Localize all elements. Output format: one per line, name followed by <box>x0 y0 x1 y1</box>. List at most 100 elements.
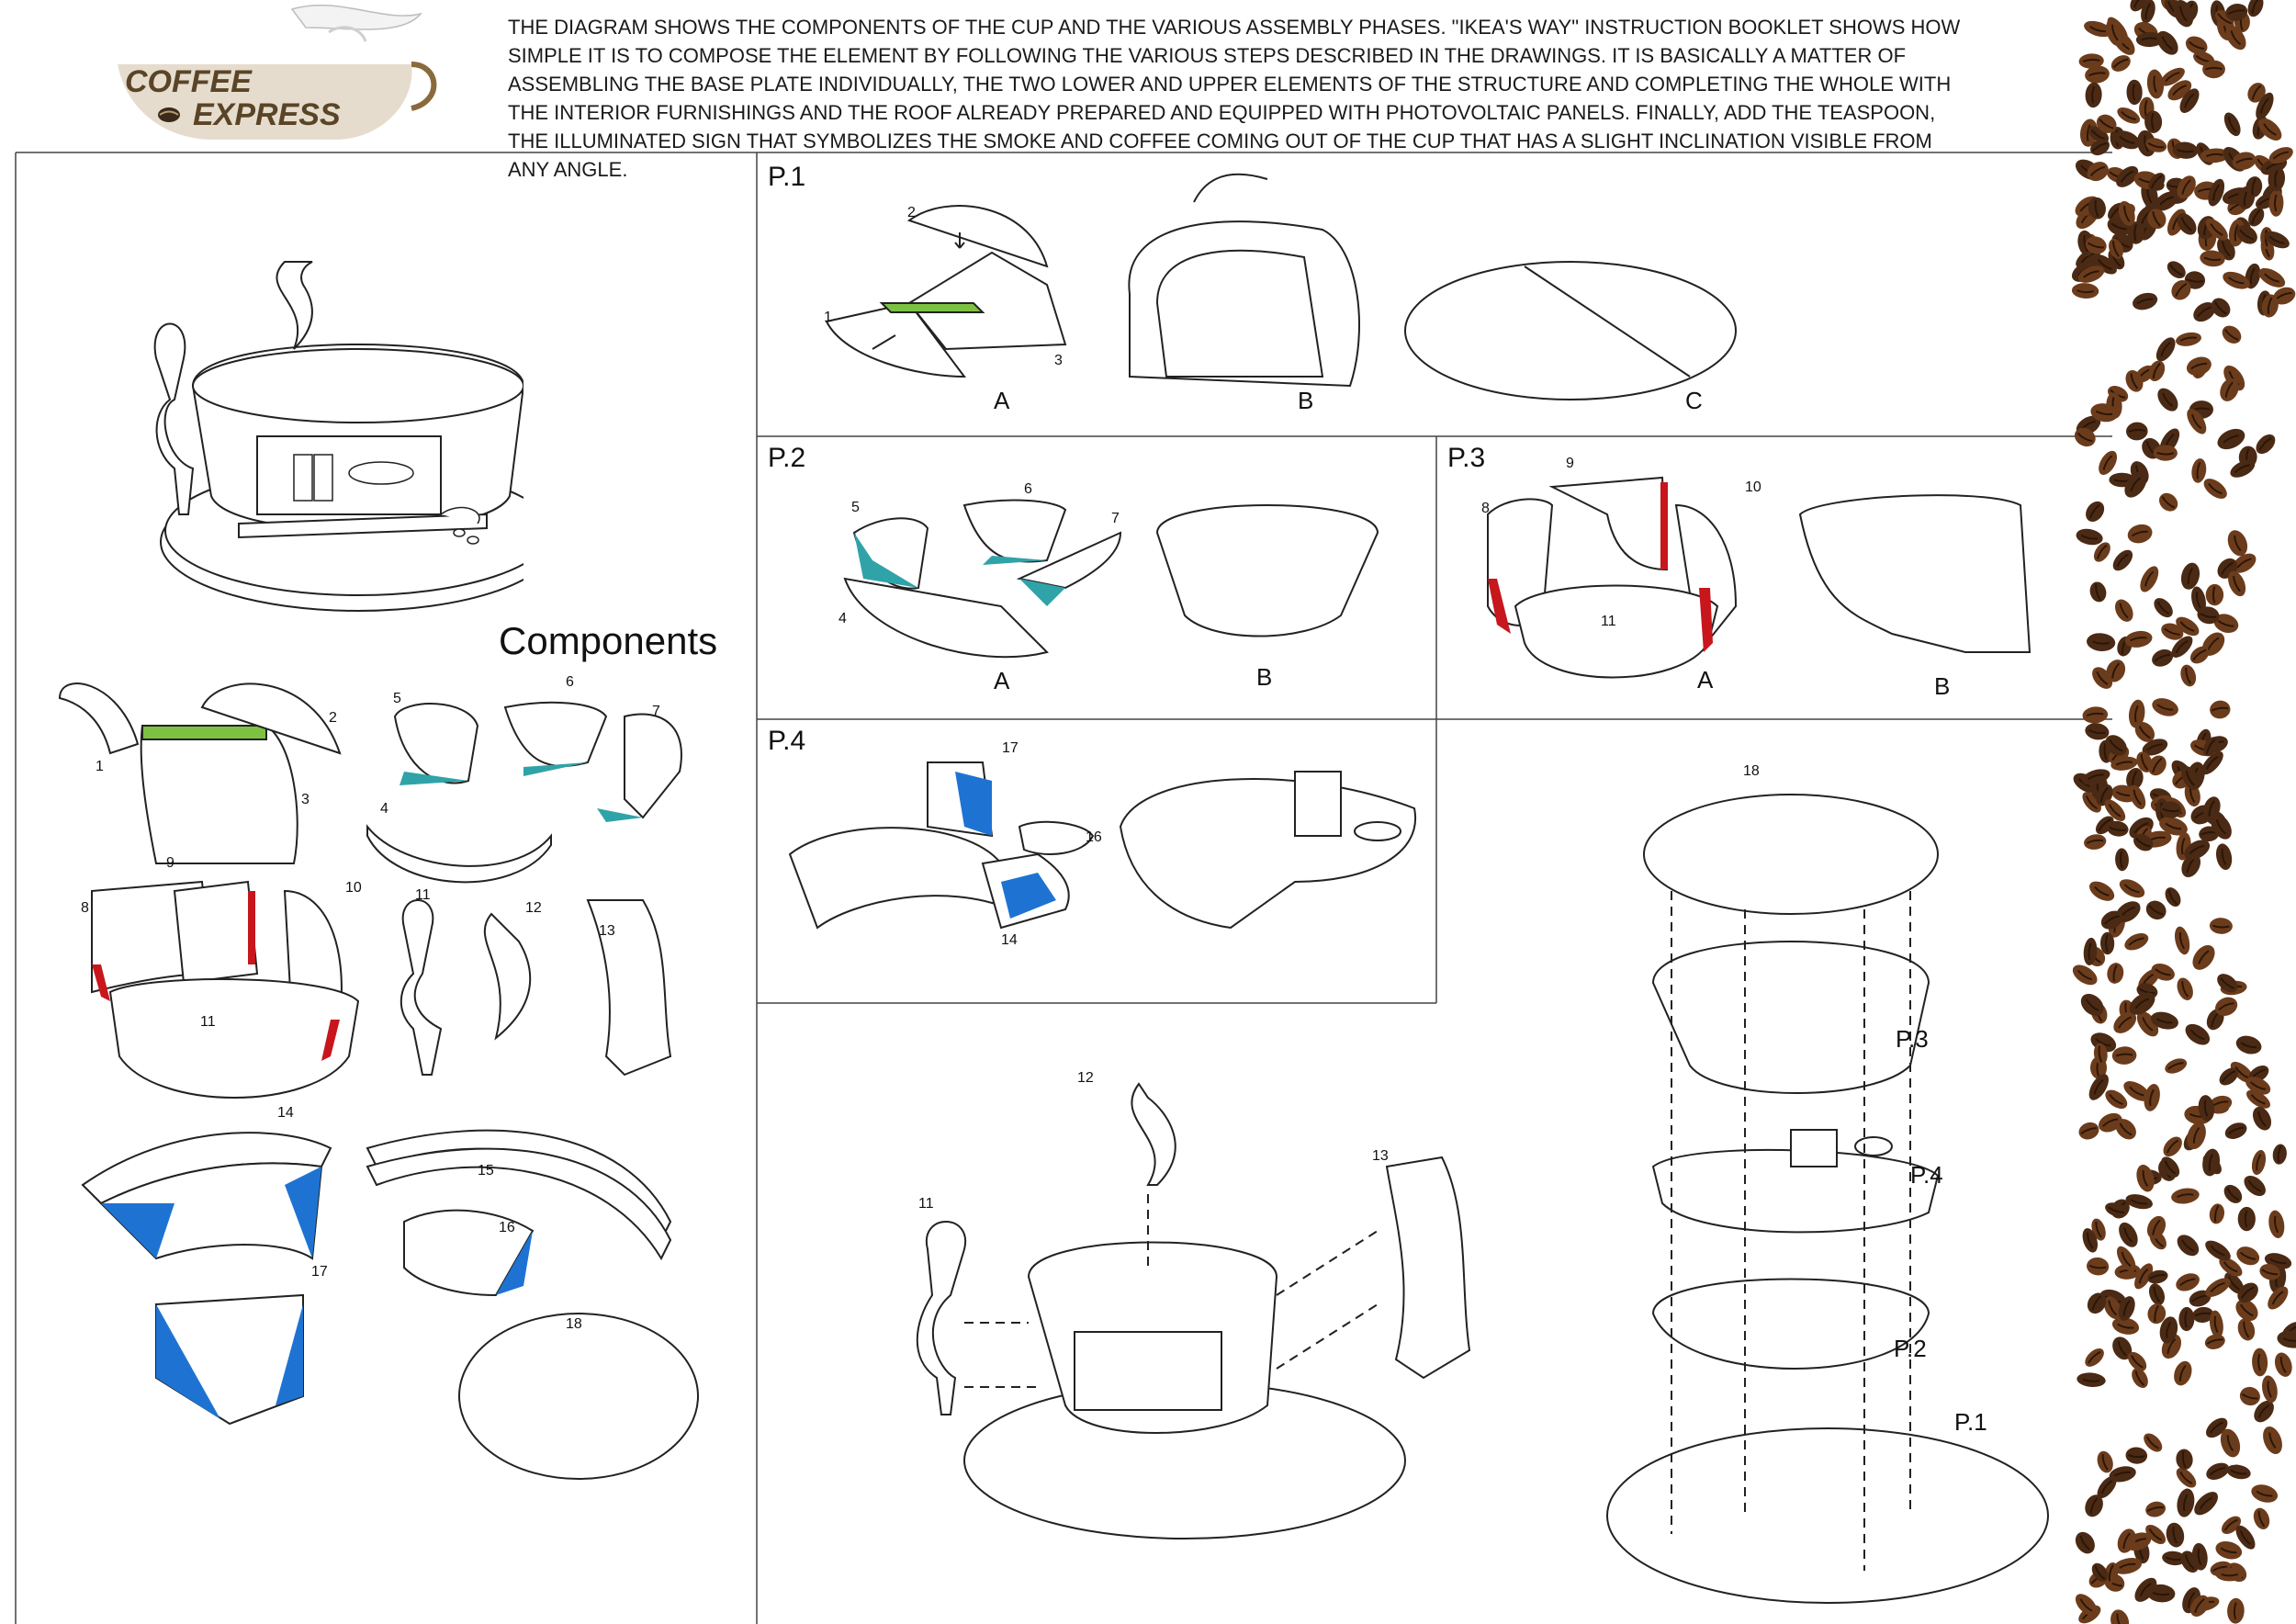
coffee-bean <box>2096 114 2117 133</box>
coffee-bean <box>2089 881 2115 901</box>
coffee-bean <box>2184 840 2211 860</box>
coffee-bean <box>2222 325 2242 344</box>
component-number: 10 <box>345 880 362 896</box>
part-label: 17 <box>1002 740 1019 756</box>
coffee-bean <box>2128 1351 2147 1371</box>
coffee-bean <box>2124 932 2149 951</box>
coffee-bean <box>2252 1348 2268 1377</box>
coffee-bean <box>2215 1540 2243 1560</box>
coffee-bean <box>2245 176 2263 197</box>
coffee-bean <box>2129 992 2155 1015</box>
coffee-bean <box>2135 31 2164 48</box>
coffee-bean <box>2084 834 2107 850</box>
coffee-bean <box>2252 1107 2272 1131</box>
coffee-bean <box>2090 403 2118 423</box>
coffee-bean <box>2156 30 2178 55</box>
coffee-bean <box>2150 1011 2178 1030</box>
coffee-bean <box>2144 1084 2160 1111</box>
part-label: 2 <box>907 205 916 220</box>
coffee-bean <box>2117 107 2141 124</box>
coffee-bean <box>2226 1464 2251 1480</box>
coffee-bean <box>2198 1095 2215 1122</box>
component-number: 5 <box>393 691 401 706</box>
coffee-bean <box>2125 1447 2148 1464</box>
coffee-bean <box>2072 964 2098 986</box>
coffee-bean <box>2103 1296 2122 1320</box>
coffee-bean <box>2262 1375 2278 1404</box>
coffee-bean <box>2093 542 2110 562</box>
part-label: 16 <box>1086 829 1102 845</box>
coffee-bean <box>2192 944 2215 970</box>
coffee-bean <box>2075 1531 2095 1554</box>
components-drawing <box>58 682 699 1480</box>
coffee-bean <box>2104 799 2126 821</box>
coffee-bean <box>2230 459 2256 478</box>
coffee-bean <box>2082 792 2101 813</box>
coffee-bean <box>2202 796 2221 821</box>
part-label: 14 <box>1001 932 1018 948</box>
coffee-bean <box>2161 623 2184 640</box>
coffee-bean <box>2247 0 2264 17</box>
coffee-bean <box>2147 1303 2167 1325</box>
coffee-bean <box>2161 1156 2180 1178</box>
coffee-bean <box>2085 236 2107 254</box>
coffee-bean <box>2167 261 2186 279</box>
coffee-bean <box>2203 479 2227 499</box>
part-label: 9 <box>1566 456 1574 471</box>
panel-p1-title: P.1 <box>768 162 806 192</box>
coffee-bean <box>2205 218 2228 241</box>
coffee-bean <box>2123 1081 2150 1101</box>
coffee-bean <box>2111 1317 2140 1335</box>
coffee-bean <box>2106 18 2124 47</box>
coffee-bean <box>2118 200 2135 227</box>
coffee-bean <box>2124 471 2147 498</box>
coffee-bean <box>2146 1584 2176 1603</box>
coffee-express-logo: COFFEE EXPRESS <box>118 5 437 140</box>
coffee-bean <box>2268 189 2284 217</box>
coffee-bean <box>2076 528 2103 546</box>
coffee-bean <box>2077 1372 2106 1387</box>
coffee-bean <box>2110 1609 2130 1624</box>
part-label: 18 <box>1743 763 1760 779</box>
coffee-bean <box>2258 267 2286 288</box>
exploded-stack-drawing <box>1606 794 2049 1604</box>
coffee-bean <box>2093 254 2117 275</box>
coffee-bean <box>2151 963 2175 981</box>
coffee-bean <box>2077 265 2105 283</box>
coffee-bean <box>2097 1475 2117 1499</box>
coffee-bean <box>2128 699 2145 728</box>
coffee-bean <box>2176 1468 2197 1488</box>
part-label: 6 <box>1024 481 1032 497</box>
coffee-bean <box>2148 360 2166 381</box>
intro-paragraph: THE DIAGRAM SHOWS THE COMPONENTS OF THE … <box>508 16 1961 181</box>
coffee-bean <box>2155 337 2176 362</box>
coffee-bean <box>2172 141 2199 159</box>
step-label: C <box>1685 387 1703 414</box>
coffee-bean <box>2140 566 2159 592</box>
coffee-bean <box>2105 1089 2128 1110</box>
assembled-cup-drawing <box>153 261 523 612</box>
component-number: 14 <box>277 1105 294 1121</box>
stack-level-label: P.3 <box>1896 1025 1929 1053</box>
panel-p1-drawing <box>825 173 1737 400</box>
coffee-bean <box>2145 138 2167 152</box>
component-number: 9 <box>166 855 174 871</box>
coffee-bean <box>2084 20 2112 38</box>
coffee-bean <box>2088 1074 2109 1100</box>
coffee-bean <box>2159 817 2188 836</box>
coffee-bean <box>2180 664 2197 687</box>
coffee-bean <box>2119 879 2145 898</box>
coffee-bean <box>2209 1310 2223 1338</box>
coffee-bean <box>2071 283 2099 299</box>
coffee-bean <box>2126 79 2143 106</box>
coffee-bean <box>2085 65 2110 84</box>
coffee-bean <box>2268 147 2293 164</box>
coffee-bean <box>2157 388 2178 412</box>
coffee-bean <box>2147 1269 2168 1284</box>
stack-level-label: P.2 <box>1894 1335 1927 1362</box>
coffee-bean <box>2178 1306 2195 1332</box>
component-number: 17 <box>311 1264 328 1280</box>
coffee-bean <box>2078 53 2104 69</box>
coffee-bean <box>2227 530 2248 557</box>
coffee-bean <box>2239 1386 2260 1406</box>
